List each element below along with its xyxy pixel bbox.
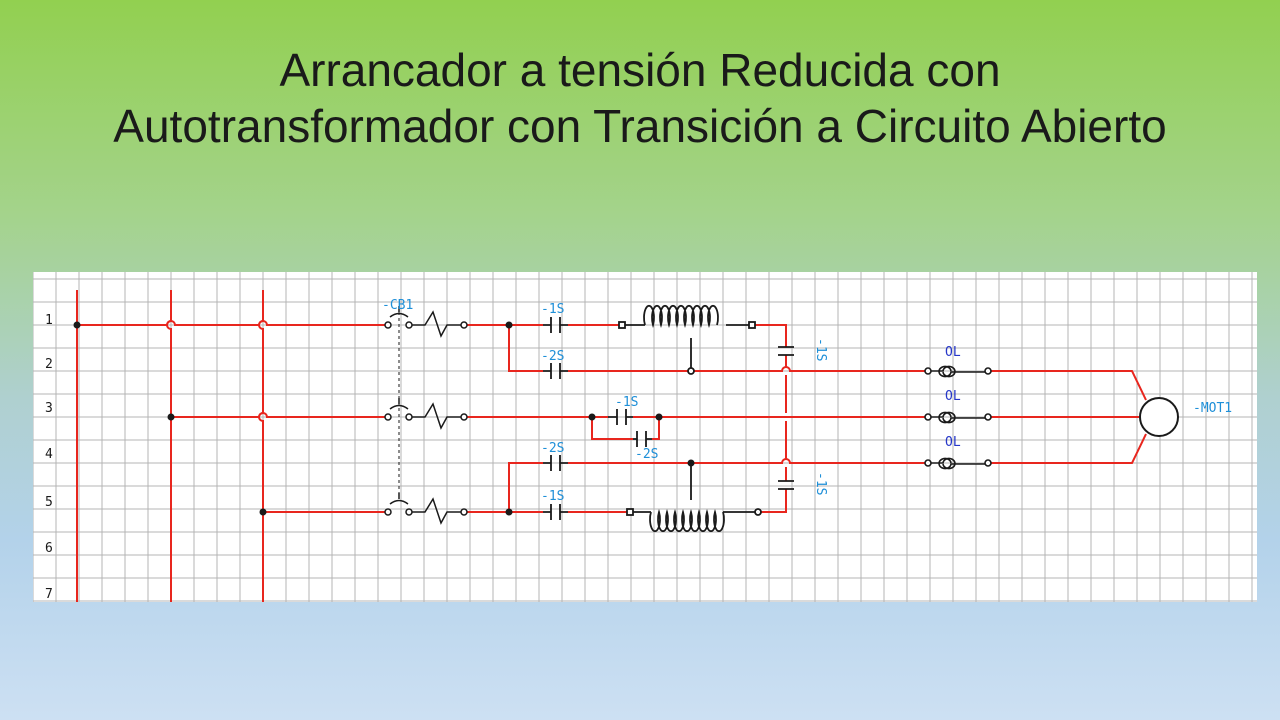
schematic-svg: 1 2 3 4 5 6 7 bbox=[33, 272, 1257, 602]
circuit-breaker-cb1 bbox=[384, 306, 468, 525]
label-ol: OL bbox=[945, 389, 961, 404]
label-2s: -2S bbox=[541, 349, 564, 364]
row-numbers: 1 2 3 4 5 6 7 bbox=[45, 313, 53, 602]
motor-symbol bbox=[1139, 397, 1179, 437]
row-number: 4 bbox=[45, 447, 53, 462]
row-number: 2 bbox=[45, 357, 53, 372]
label-cb1: -CB1 bbox=[382, 298, 413, 313]
grid bbox=[33, 272, 1257, 602]
row-number: 3 bbox=[45, 401, 53, 416]
autotransformer-coil-bottom bbox=[626, 466, 762, 533]
row-number: 5 bbox=[45, 495, 53, 510]
label-1s: -1S bbox=[541, 489, 564, 504]
schematic-diagram: 1 2 3 4 5 6 7 bbox=[33, 272, 1257, 602]
overload-relays bbox=[924, 365, 992, 470]
slide-title: Arrancador a tensión Reducida con Autotr… bbox=[0, 42, 1280, 154]
label-s1-bottom: -1S bbox=[813, 472, 828, 495]
title-line-2: Autotransformador con Transición a Circu… bbox=[113, 100, 1167, 152]
component-labels: -CB1 -1S -2S -1S -2S -2S -1S -1S -1S OL … bbox=[382, 298, 1232, 504]
label-ol: OL bbox=[945, 345, 961, 360]
row-number: 7 bbox=[45, 587, 53, 602]
junction-dots bbox=[73, 321, 695, 516]
label-2s: -2S bbox=[635, 447, 658, 462]
label-s1-top: -1S bbox=[813, 338, 828, 361]
autotransformer-coil-top bbox=[618, 304, 756, 375]
label-1s: -1S bbox=[615, 395, 638, 410]
contacts bbox=[543, 317, 794, 520]
label-motor: -MOT1 bbox=[1193, 401, 1232, 416]
title-line-1: Arrancador a tensión Reducida con bbox=[279, 44, 1001, 96]
label-2s: -2S bbox=[541, 441, 564, 456]
wiring bbox=[76, 290, 1147, 602]
label-1s: -1S bbox=[541, 302, 564, 317]
label-ol: OL bbox=[945, 435, 961, 450]
row-number: 1 bbox=[45, 313, 53, 328]
row-number: 6 bbox=[45, 541, 53, 556]
